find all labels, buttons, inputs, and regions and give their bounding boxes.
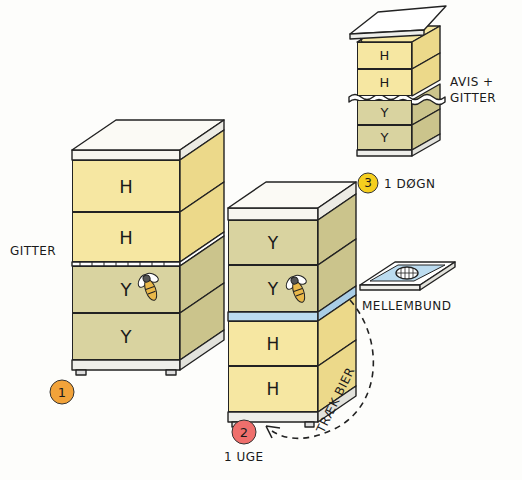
box-letter: Y [268, 279, 278, 299]
lid [350, 6, 446, 34]
brood-box: Y [228, 220, 318, 265]
callout-circle [232, 420, 256, 444]
brood-box: Y [72, 266, 180, 313]
pallet-foot [305, 422, 314, 427]
box-letter: H [380, 48, 390, 63]
hive-base [357, 150, 412, 156]
box-letter: Y [268, 233, 278, 253]
callout-number: 2 [231, 419, 257, 445]
brood-box: Y [357, 100, 412, 125]
honey-super: H [72, 160, 180, 212]
honey-super: H [357, 69, 412, 96]
box-letter: Y [121, 279, 132, 300]
lid-edge [350, 30, 424, 39]
roof [228, 208, 318, 220]
box-letter: Y [121, 326, 132, 347]
box-letter: Y [381, 105, 389, 120]
callout-number: 1 [58, 385, 66, 400]
hive-base [72, 360, 180, 370]
brood-box: Y [357, 125, 412, 150]
callout-number: 3 [364, 176, 372, 190]
callout-circle [50, 380, 74, 404]
callout-number: 2 [240, 425, 248, 440]
duration-label: 1 UGE [224, 449, 264, 465]
honey-super: H [357, 42, 412, 69]
part-label: MELLEMBUND [362, 298, 451, 314]
hive-base [180, 330, 224, 370]
board-hole [396, 267, 418, 279]
duration-label: 1 DØGN [384, 176, 435, 192]
box-letter: H [119, 227, 133, 248]
pallet-foot [76, 370, 86, 375]
callout-number: 3 [357, 172, 379, 194]
hole-mesh [397, 267, 417, 279]
pallet-foot [166, 370, 176, 375]
callout-circle [358, 173, 378, 193]
box-letter: H [267, 334, 280, 354]
box-letter: H [380, 75, 390, 90]
hive-base [412, 134, 440, 156]
part-label: AVIS + GITTER [450, 74, 512, 106]
honey-super: H [228, 321, 318, 366]
arrow-head [266, 426, 280, 438]
box-letter: Y [381, 130, 389, 145]
part-label: GITTER [10, 243, 56, 259]
honey-super: H [72, 212, 180, 262]
honey-super: H [228, 366, 318, 412]
split-board [228, 312, 318, 321]
split-board-edge [360, 285, 420, 290]
box-letter: H [267, 379, 280, 399]
split-board-edge [420, 262, 455, 290]
callout-number: 1 [49, 379, 75, 405]
brood-box: Y [228, 265, 318, 312]
brood-box: Y [72, 313, 180, 360]
box-letter: H [119, 176, 133, 197]
roof [72, 150, 180, 160]
